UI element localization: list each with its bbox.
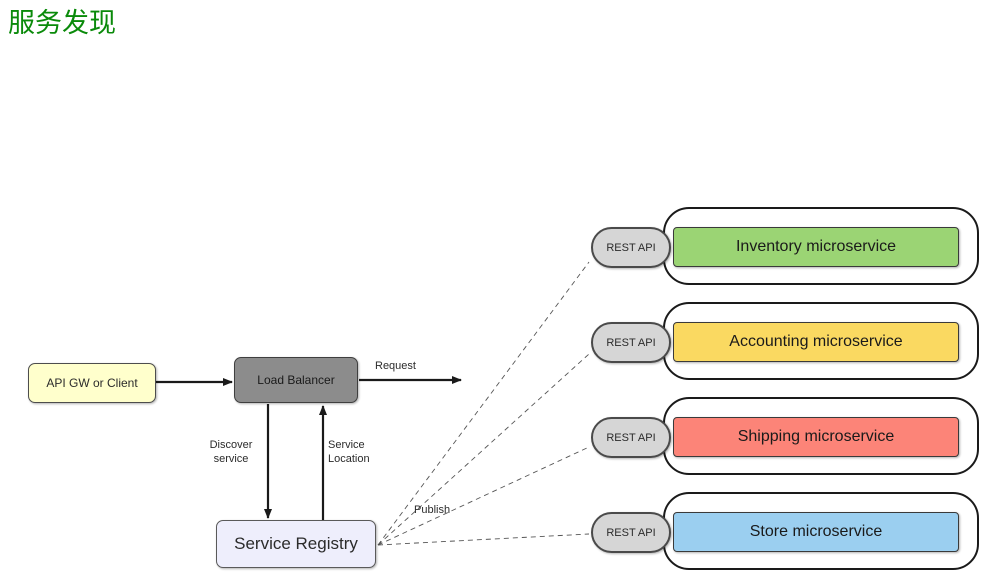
microservice-box[interactable]: Shipping microservice bbox=[673, 417, 959, 457]
edge-publish-shipping bbox=[377, 446, 590, 546]
rest-api-endpoint[interactable]: REST API bbox=[591, 322, 671, 363]
node-api-gw-or-client[interactable]: API GW or Client bbox=[28, 363, 156, 403]
node-load-balancer[interactable]: Load Balancer bbox=[234, 357, 358, 403]
rest-api-endpoint[interactable]: REST API bbox=[591, 417, 671, 458]
microservice-box[interactable]: Store microservice bbox=[673, 512, 959, 552]
edge-publish-inventory bbox=[377, 261, 590, 546]
edge-label-publish: Publish bbox=[414, 504, 451, 516]
page-title: 服务发现 bbox=[8, 8, 116, 39]
edge-label-service-location: Service Location bbox=[328, 439, 370, 465]
edge-label-discover-service: Discover service bbox=[209, 439, 253, 465]
edge-label-request: Request bbox=[375, 360, 416, 372]
rest-api-endpoint[interactable]: REST API bbox=[591, 227, 671, 268]
node-load-balancer-label: Load Balancer bbox=[257, 373, 335, 387]
rest-api-endpoint[interactable]: REST API bbox=[591, 512, 671, 553]
node-service-registry[interactable]: Service Registry bbox=[216, 520, 376, 568]
node-api-gw-label: API GW or Client bbox=[46, 376, 138, 390]
node-service-registry-label: Service Registry bbox=[234, 534, 358, 553]
microservice-box[interactable]: Inventory microservice bbox=[673, 227, 959, 267]
microservice-box[interactable]: Accounting microservice bbox=[673, 322, 959, 362]
edge-publish-store bbox=[377, 533, 590, 546]
edge-publish-accounting bbox=[377, 353, 590, 546]
